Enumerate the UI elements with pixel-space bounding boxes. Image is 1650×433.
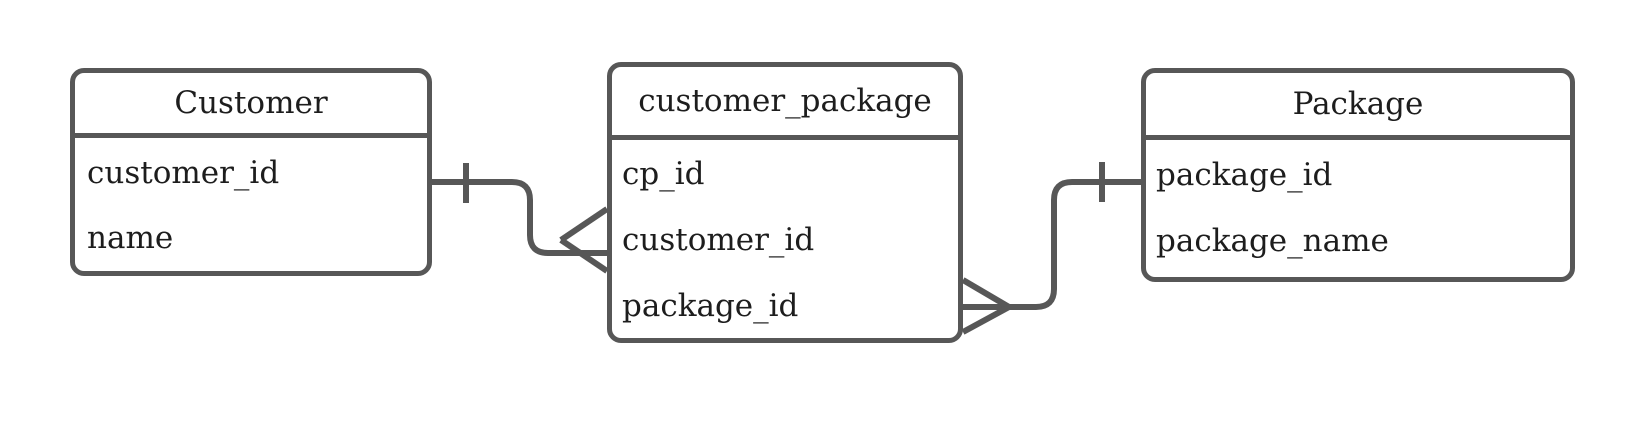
cardinality-crows-foot-customer-package-right [961,277,1011,335]
entity-customer[interactable]: Customer customer_id name [70,68,432,276]
attribute-row[interactable]: name [87,219,174,256]
attribute-row[interactable]: package_id [1156,157,1333,193]
relationship-line-2 [963,179,1141,310]
relationship-line-1 [432,179,607,256]
entity-customer-package-title: customer_package [612,67,958,140]
entity-customer-attributes: customer_id name [75,138,427,271]
entity-package[interactable]: Package package_id package_name [1141,68,1575,282]
attribute-row[interactable]: customer_id [87,154,280,191]
entity-customer-title: Customer [75,73,427,138]
attribute-row[interactable]: customer_id [622,222,815,258]
attribute-row[interactable]: package_name [1156,223,1389,259]
entity-package-attributes: package_id package_name [1146,140,1570,277]
attribute-row[interactable]: cp_id [622,156,705,192]
relationship-customer-package-to-package[interactable] [961,162,1141,335]
entity-customer-package-attributes: cp_id customer_id package_id [612,140,958,338]
entity-customer-package[interactable]: customer_package cp_id customer_id packa… [607,62,963,343]
cardinality-crows-foot-customer-package-left [559,206,609,274]
entity-package-title: Package [1146,73,1570,140]
relationship-customer-to-customer-package[interactable] [432,163,609,274]
attribute-row[interactable]: package_id [622,288,799,324]
